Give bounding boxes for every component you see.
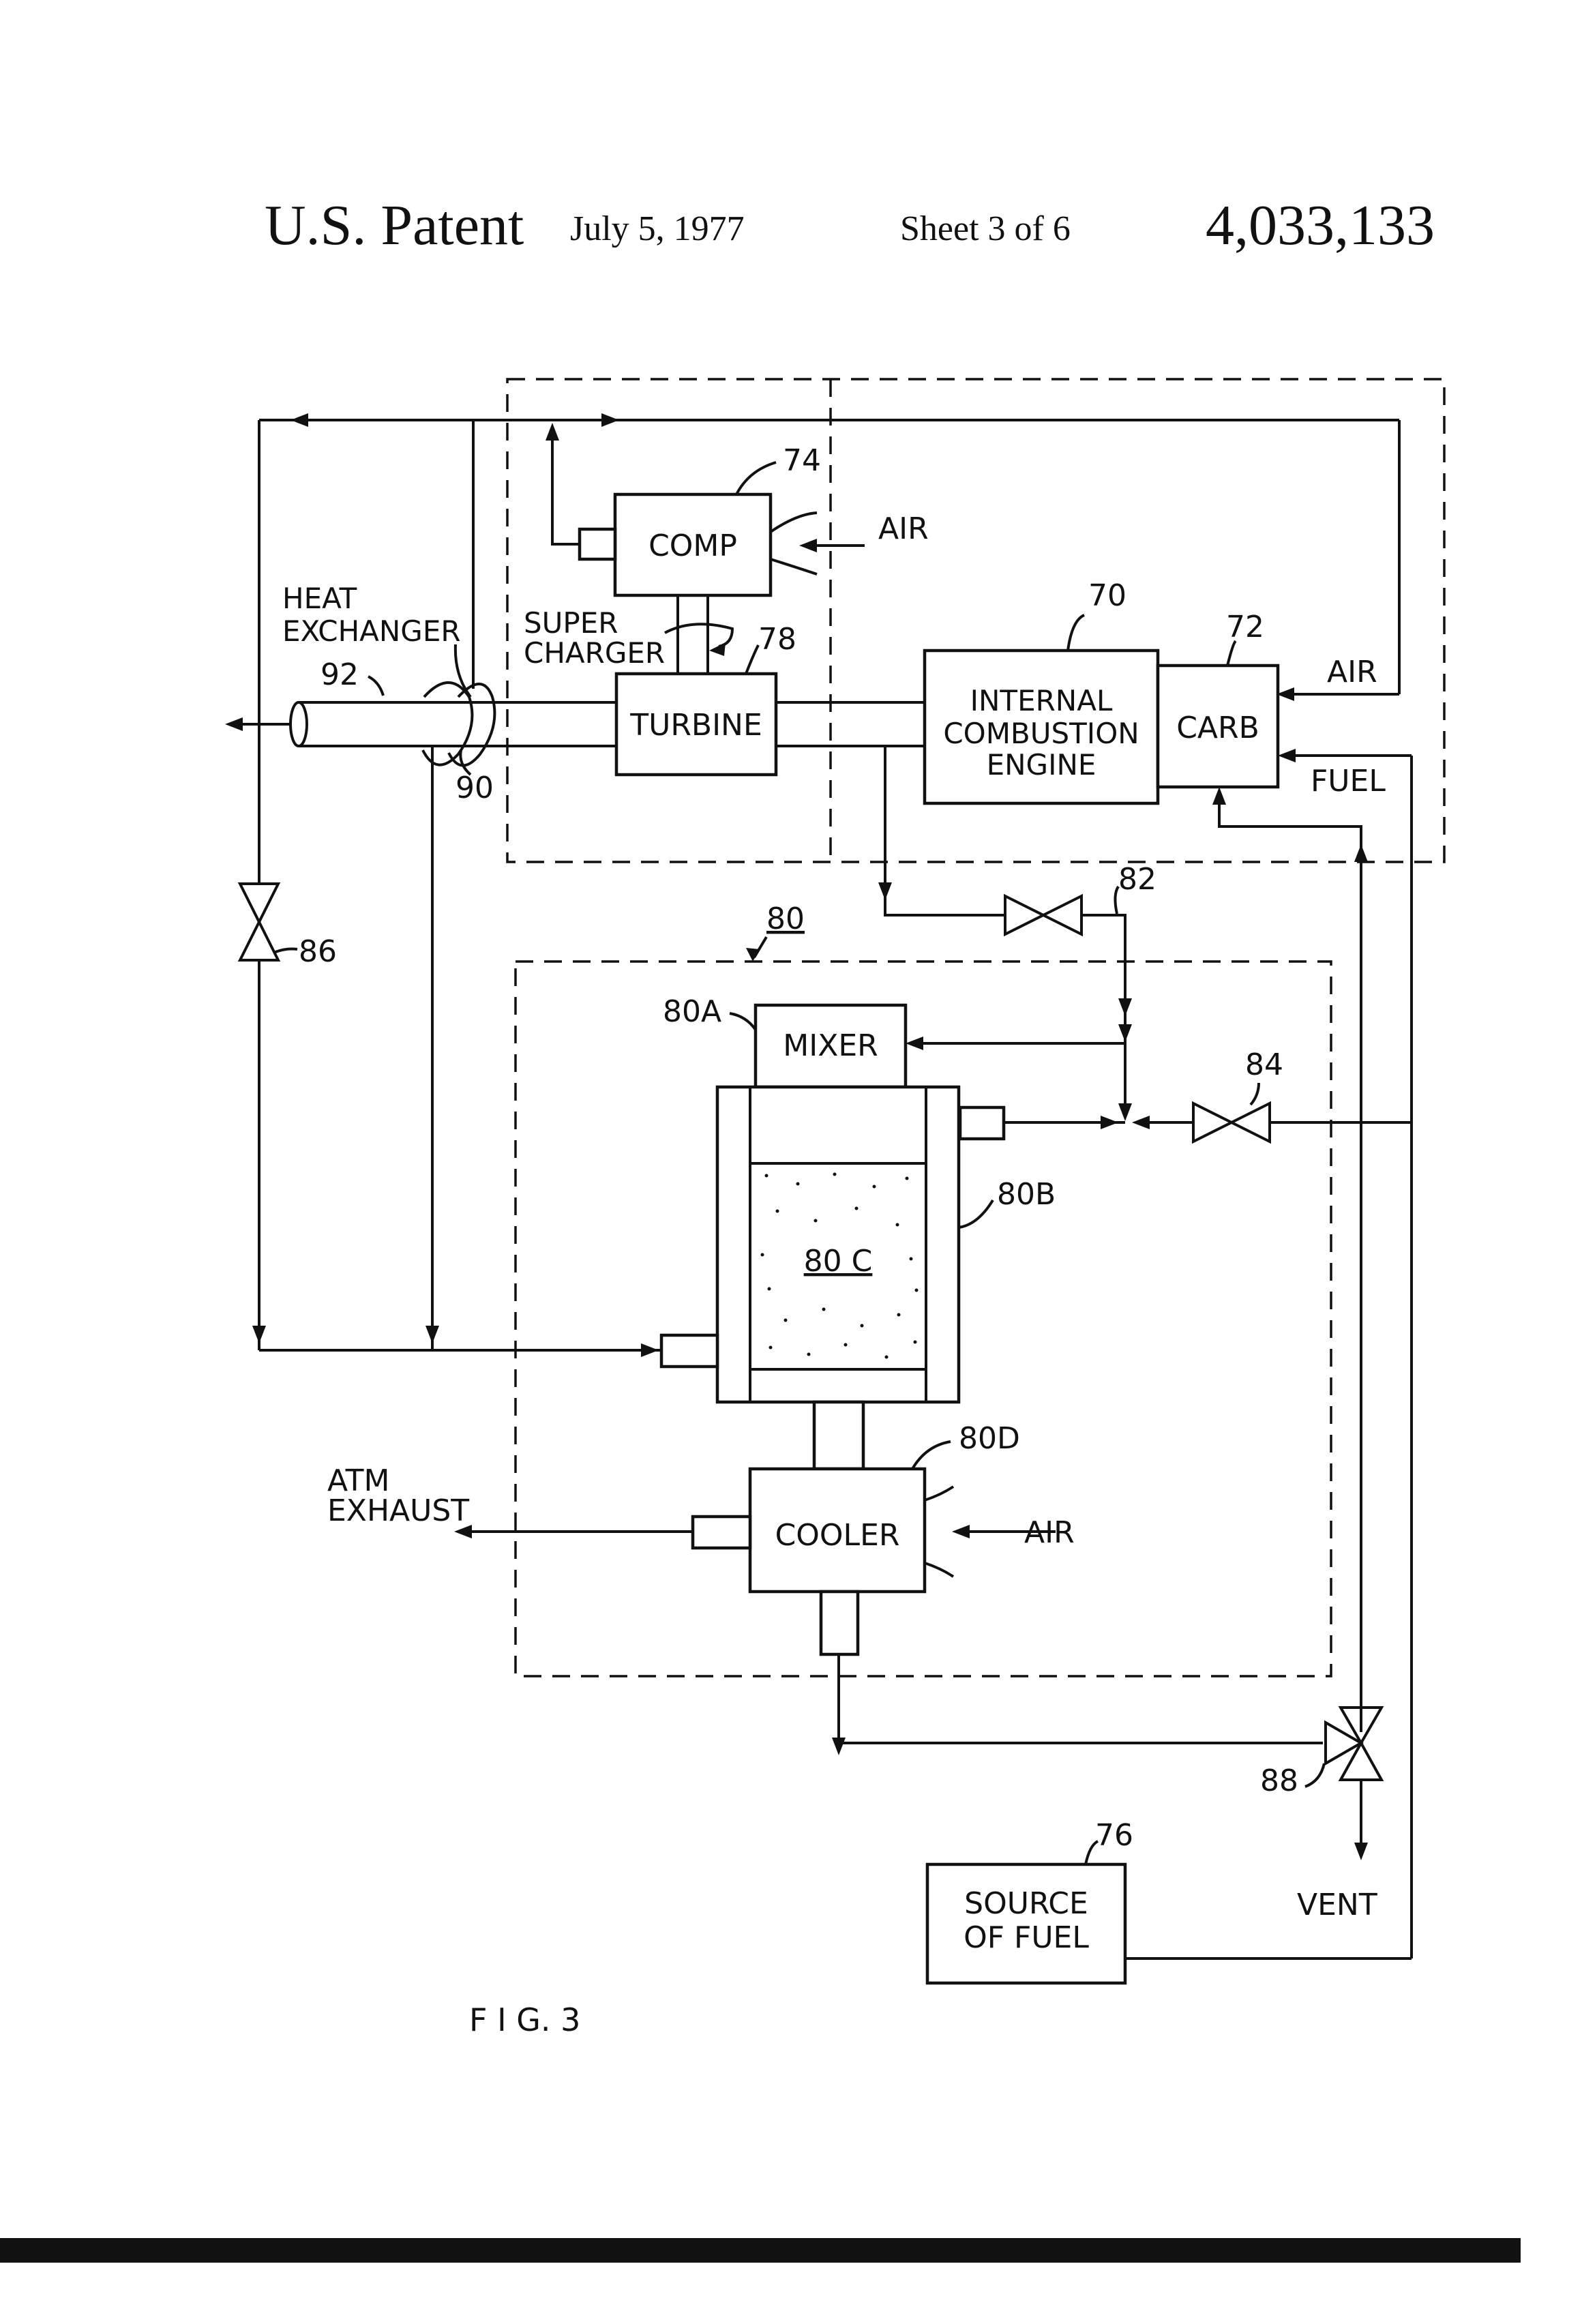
ref-90: 90: [456, 771, 494, 805]
vent-label: VENT: [1297, 1888, 1377, 1922]
supercharger-label-2: CHARGER: [524, 636, 665, 670]
cooler-80d: COOLER AIR 80D ATM EXHAUST: [327, 1421, 1323, 1755]
mixer-label: MIXER: [783, 1028, 878, 1063]
reactor-outlet-duct: [814, 1402, 863, 1469]
ref-86: 86: [299, 934, 337, 969]
air-carb-label: AIR: [1327, 655, 1377, 689]
cooler-label: COOLER: [775, 1518, 900, 1553]
ref-72: 72: [1226, 610, 1264, 644]
ref-92: 92: [320, 657, 359, 692]
ref-88: 88: [1260, 1763, 1298, 1798]
ref-70: 70: [1088, 578, 1126, 613]
turbine-label: TURBINE: [629, 708, 762, 743]
compressor-outlet-pipe: [580, 529, 615, 559]
engine-label-2: COMBUSTION: [943, 717, 1139, 750]
compressor-74: COMP AIR 74: [546, 423, 929, 595]
reactor-side-inlet-pipe: [661, 1335, 717, 1367]
valve-88: VENT 88: [1260, 1708, 1382, 1922]
reactor-inlet-pipe: [960, 1107, 1004, 1139]
engine-label-3: ENGINE: [987, 748, 1096, 781]
atm-exhaust-label-2: EXHAUST: [327, 1493, 469, 1528]
mixer-80a: MIXER 80A: [663, 994, 1125, 1087]
ref-78: 78: [758, 622, 796, 657]
ref-80b: 80B: [997, 1177, 1056, 1212]
heat-exchanger-label-2: EXCHANGER: [282, 614, 461, 648]
turbine-78: TURBINE 78 SUPER CHARGER: [524, 606, 796, 775]
compressor-discharge-line: [552, 436, 580, 544]
ref-74: 74: [783, 443, 821, 478]
supercharger-label-1: SUPER: [524, 606, 618, 640]
source-label-1: SOURCE: [964, 1886, 1088, 1921]
air-comp-label: AIR: [878, 511, 929, 546]
valve-84: 84: [960, 1047, 1412, 1142]
cooler-exhaust-pipe: [693, 1517, 750, 1548]
ref-82: 82: [1118, 862, 1156, 897]
carb-label: CARB: [1176, 711, 1259, 745]
engine-70: INTERNAL COMBUSTION ENGINE 70: [925, 578, 1158, 803]
carb-72: CARB 72 AIR FUEL: [1158, 610, 1412, 1958]
ref-80: 80: [766, 902, 805, 936]
exhaust-pipe: [225, 683, 925, 766]
bottom-border-bar: [0, 2238, 1521, 2263]
compressor-label: COMP: [648, 528, 737, 563]
source-label-2: OF FUEL: [964, 1920, 1089, 1955]
heat-exchanger-label-1: HEAT: [282, 582, 357, 615]
supercharger-shaft: [665, 595, 732, 674]
ref-80d: 80D: [959, 1421, 1020, 1456]
figure-label: F I G. 3: [469, 2001, 580, 2038]
cooler-bottom-pipe: [821, 1592, 858, 1654]
ref-76: 76: [1095, 1818, 1133, 1853]
ref-84: 84: [1245, 1047, 1283, 1082]
air-cooler-label: AIR: [1024, 1515, 1075, 1550]
ref-80c: 80 C: [804, 1244, 873, 1279]
recycle-gas-line: [1219, 799, 1361, 1732]
ref-80a: 80A: [663, 994, 721, 1029]
reactor-80b: 80 C 80B: [661, 1087, 1056, 1469]
engine-label-1: INTERNAL: [970, 684, 1113, 717]
fuel-carb-label: FUEL: [1311, 764, 1386, 799]
